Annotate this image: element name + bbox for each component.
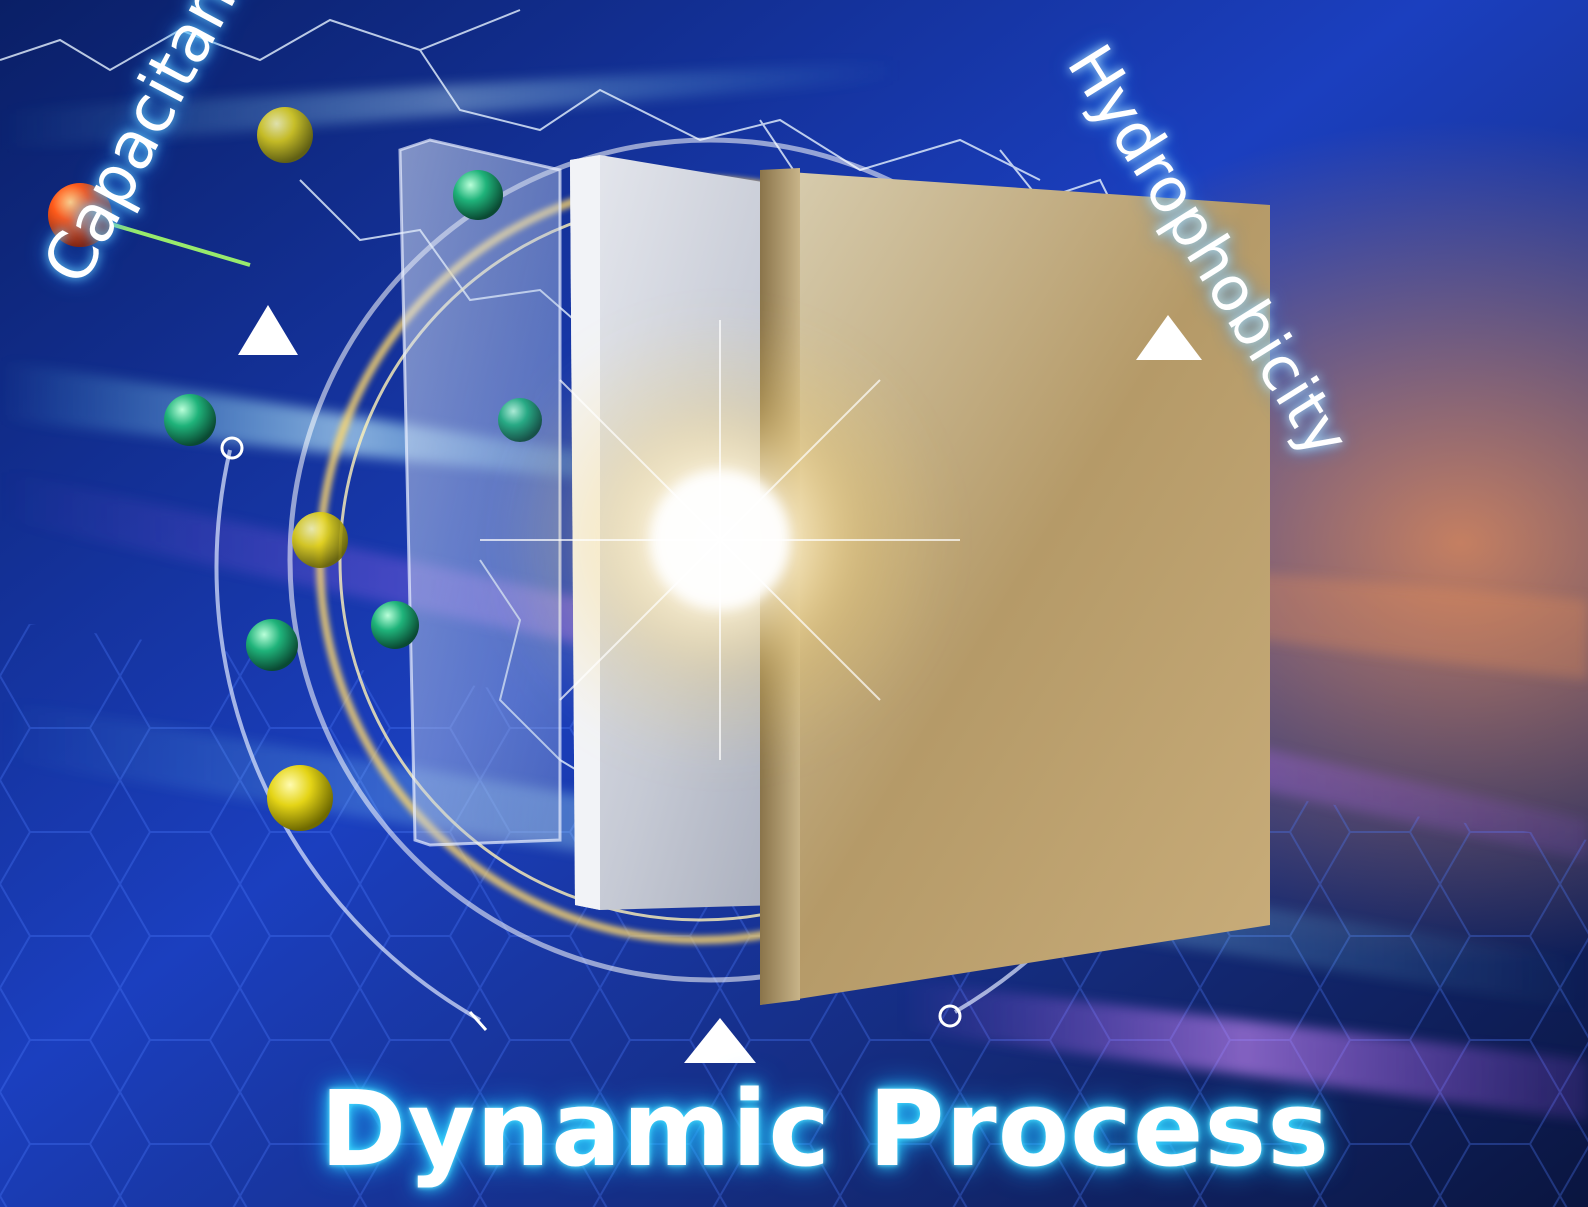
triangle-up-icon xyxy=(1136,315,1202,360)
sphere-icon xyxy=(48,107,542,831)
light-flare xyxy=(480,310,960,770)
glass-plate xyxy=(398,138,562,847)
triangle-up-icon xyxy=(238,305,298,355)
dynamic-process-title: Dynamic Process xyxy=(320,1068,1331,1190)
triangle-up-icon xyxy=(684,1018,756,1063)
